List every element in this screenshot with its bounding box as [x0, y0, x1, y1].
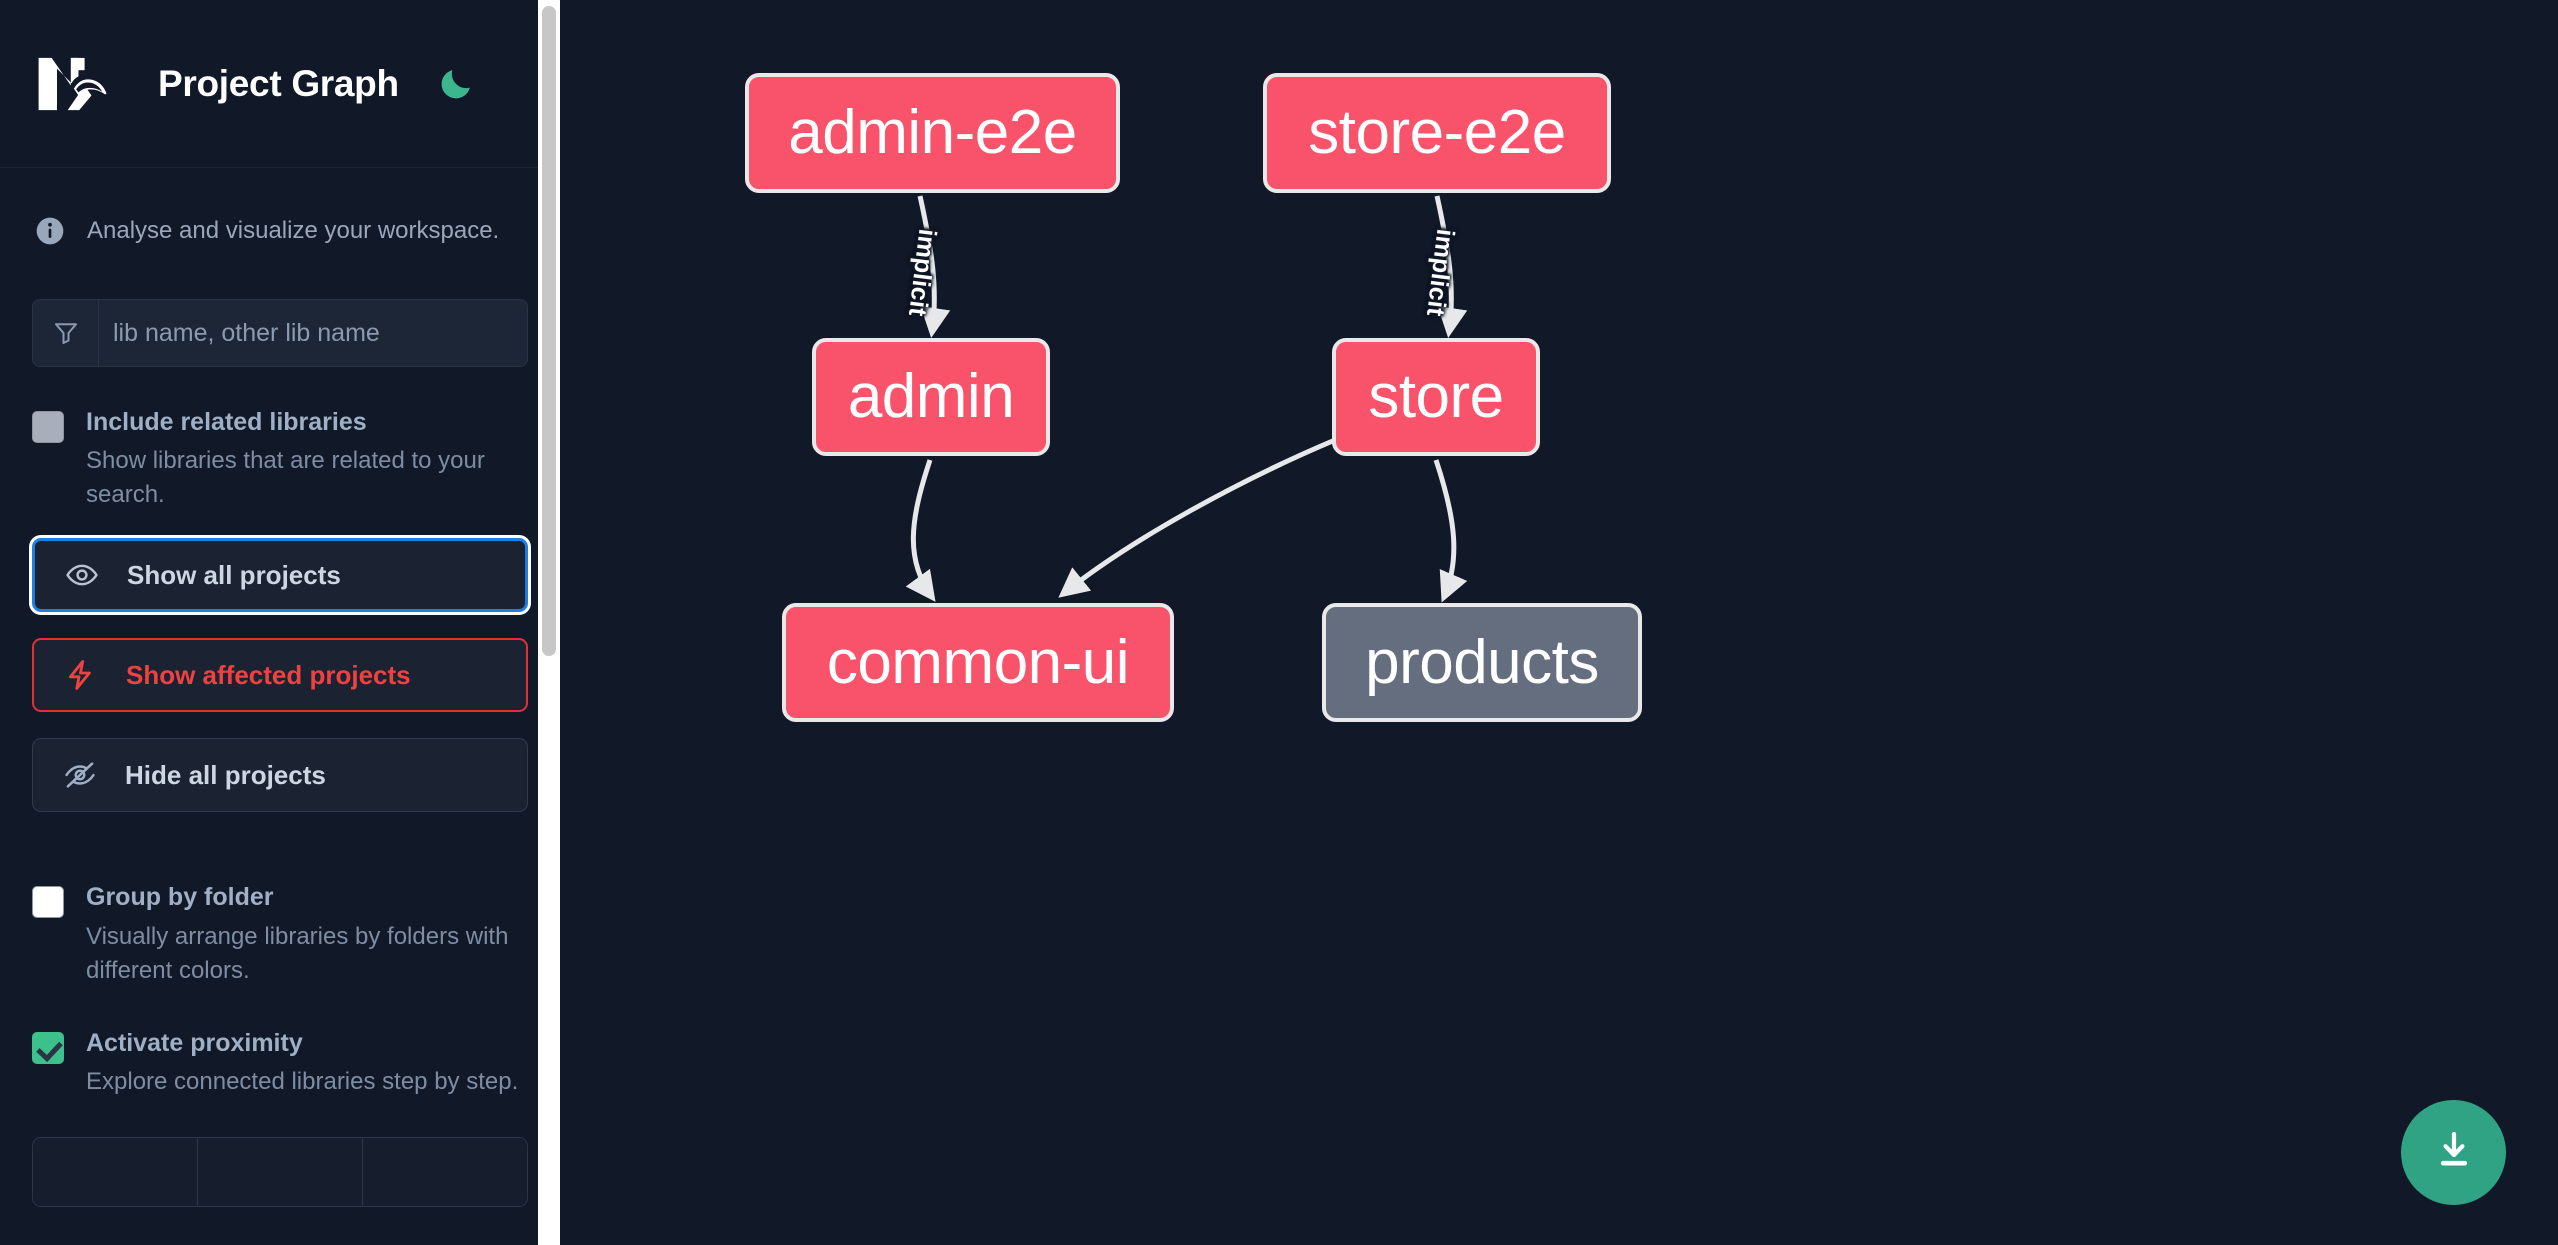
graph-edges: [905, 195, 1468, 603]
show-affected-projects-label: Show affected projects: [126, 659, 411, 690]
show-all-projects-label: Show all projects: [127, 559, 341, 590]
group-by-folder-checkbox[interactable]: [32, 886, 64, 919]
node-label: store-e2e: [1308, 98, 1566, 167]
filter-search-box[interactable]: [32, 299, 528, 367]
group-by-folder-description: Visually arrange libraries by folders wi…: [86, 922, 509, 984]
analyse-banner: Analyse and visualize your workspace.: [32, 168, 528, 247]
project-graph-canvas[interactable]: admin-e2e store-e2e admin store common-u…: [560, 0, 2558, 1245]
moon-icon[interactable]: [433, 61, 479, 107]
search-input[interactable]: [99, 300, 527, 366]
segment-option-2[interactable]: [198, 1138, 363, 1207]
include-related-libraries-label: Include related libraries: [86, 408, 367, 436]
checkbox-activate-proximity[interactable]: Activate proximity Explore connected lib…: [32, 1028, 528, 1099]
sidebar-scrollbar-track[interactable]: [538, 0, 560, 1245]
segment-option-3[interactable]: [363, 1138, 527, 1207]
graph-node-store-e2e[interactable]: store-e2e: [1263, 73, 1611, 193]
graph-node-store[interactable]: store: [1332, 338, 1540, 456]
activate-proximity-label: Activate proximity: [86, 1028, 303, 1057]
node-label: admin-e2e: [788, 98, 1077, 167]
proximity-segmented-control[interactable]: [32, 1137, 528, 1208]
sidebar-scrollbar-thumb[interactable]: [542, 6, 556, 656]
checkbox-include-related-libraries[interactable]: Include related libraries Show libraries…: [32, 407, 528, 512]
show-all-projects-button[interactable]: Show all projects: [32, 538, 528, 613]
activate-proximity-checkbox[interactable]: [32, 1031, 64, 1064]
sidebar-body: Analyse and visualize your workspace. In…: [0, 168, 560, 1208]
lightning-icon: [62, 656, 100, 694]
info-icon: [34, 215, 66, 247]
edge-store-e2e-to-store: [1434, 195, 1468, 338]
sidebar: Project Graph Analyse and visualize your…: [0, 0, 560, 1245]
node-label: admin: [847, 362, 1015, 431]
show-affected-projects-button[interactable]: Show affected projects: [32, 638, 528, 713]
graph-node-admin[interactable]: admin: [812, 338, 1050, 456]
node-label: products: [1365, 627, 1599, 697]
edge-store-to-common-ui: [1058, 437, 1336, 598]
checkbox-group-by-folder[interactable]: Group by folder Visually arrange librari…: [32, 882, 528, 987]
edge-admin-e2e-to-admin: [917, 195, 951, 338]
segment-option-1[interactable]: [33, 1138, 198, 1207]
group-by-folder-label: Group by folder: [86, 883, 274, 912]
hide-all-projects-button[interactable]: Hide all projects: [32, 738, 528, 813]
edge-store-to-products: [1433, 459, 1468, 603]
eye-icon: [63, 556, 101, 594]
analyse-text: Analyse and visualize your workspace.: [87, 217, 500, 244]
sidebar-header: Project Graph: [0, 0, 560, 168]
graph-node-admin-e2e[interactable]: admin-e2e: [745, 73, 1120, 193]
funnel-icon: [33, 300, 99, 366]
node-label: common-ui: [826, 627, 1130, 697]
download-image-button[interactable]: [2401, 1100, 2506, 1205]
include-related-libraries-description: Show libraries that are related to your …: [86, 447, 485, 509]
nx-logo-icon: [34, 53, 126, 115]
edge-admin-to-common-ui: [905, 459, 936, 602]
page-title: Project Graph: [158, 62, 399, 104]
download-icon: [2430, 1126, 2478, 1179]
spacer: [32, 812, 528, 842]
include-related-libraries-checkbox[interactable]: [32, 411, 64, 443]
graph-node-products[interactable]: products: [1322, 603, 1642, 722]
eye-off-icon: [61, 756, 99, 794]
activate-proximity-description: Explore connected libraries step by step…: [86, 1068, 519, 1096]
hide-all-projects-label: Hide all projects: [125, 759, 326, 790]
graph-node-common-ui[interactable]: common-ui: [782, 603, 1174, 722]
node-label: store: [1368, 362, 1504, 431]
